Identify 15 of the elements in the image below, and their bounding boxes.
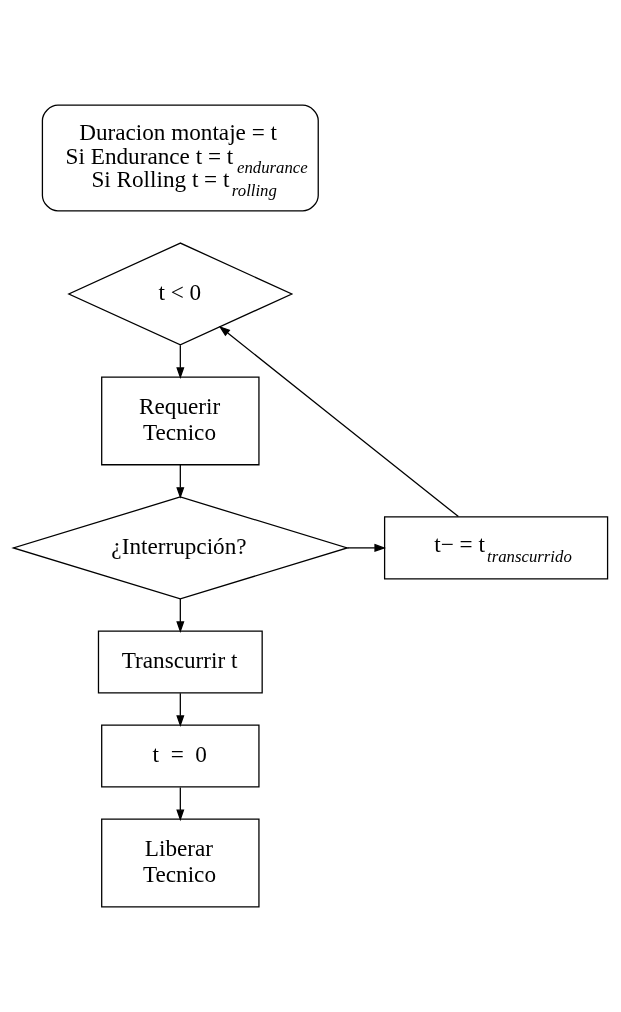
arrow (176, 464, 185, 499)
node-diamond: ¿Interrupción? (11, 496, 350, 600)
node-box: t− = t$_{transcurrido}$ (383, 516, 609, 580)
arrow (176, 786, 185, 822)
node-box: t = 0 (101, 724, 260, 788)
node-diamond: t < 0 (67, 242, 294, 346)
arrow (218, 325, 460, 518)
arrow (176, 598, 185, 633)
node-box: Transcurrir t (97, 630, 263, 694)
arrow (176, 692, 185, 727)
node-box: Requerir Tecnico (101, 376, 260, 466)
arrow (346, 543, 386, 552)
node-box: Duracion montaje = t Si Endurance t = t$_{endurance}$ Si Rolling t = t$_{rolling}$ (41, 104, 319, 212)
node-box: Liberar Tecnico (101, 818, 260, 908)
arrow (176, 344, 185, 379)
